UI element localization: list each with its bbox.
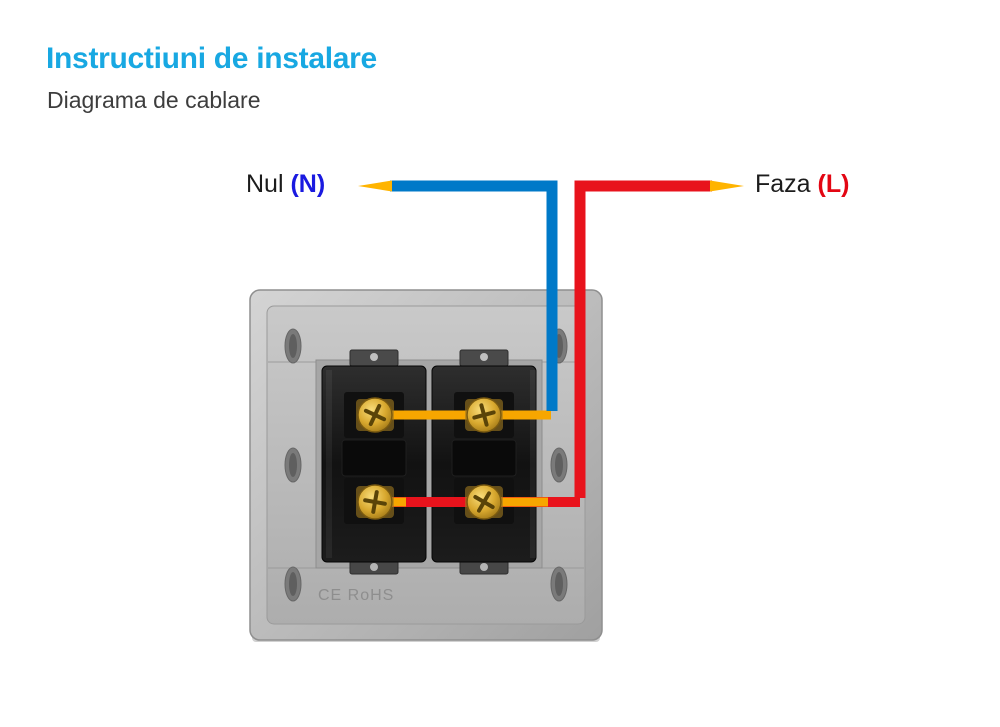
claw-screw-icon (480, 563, 488, 571)
page-title: Instructiuni de instalare (46, 42, 377, 75)
line-symbol: (L) (817, 170, 850, 198)
page-subtitle: Diagrama de cablare (47, 87, 261, 113)
neutral-wire-end (358, 180, 392, 192)
line-label-text: Faza (755, 170, 818, 198)
mechanism-recess (451, 439, 517, 477)
line-wire (574, 180, 712, 498)
mechanism-recess (341, 439, 407, 477)
switch-mechanism-left (321, 349, 427, 575)
mounting-slot-inner (289, 334, 297, 358)
neutral-symbol: (N) (290, 170, 326, 198)
mounting-slot-inner (555, 453, 563, 477)
rohs-marking: CE RoHS (318, 587, 394, 604)
mounting-slot-inner (289, 572, 297, 596)
label-line: Faza (L) (755, 170, 849, 199)
terminal-screw (356, 484, 394, 520)
neutral-label-text: Nul (246, 170, 291, 198)
mounting-slot-inner (555, 572, 563, 596)
line-wire-end (710, 180, 744, 192)
mechanism-highlight (530, 370, 536, 558)
mechanism-highlight (326, 370, 332, 558)
claw-screw-icon (370, 353, 378, 361)
terminal-screw (356, 397, 394, 433)
switch-mechanism-right (431, 349, 537, 575)
terminal-screw (465, 397, 503, 433)
terminal-screw (465, 484, 503, 520)
mounting-slot-inner (289, 453, 297, 477)
claw-screw-icon (370, 563, 378, 571)
claw-screw-icon (480, 353, 488, 361)
neutral-wire (390, 180, 558, 411)
label-neutral: Nul (N) (246, 170, 325, 199)
terminal-screws (356, 397, 503, 520)
